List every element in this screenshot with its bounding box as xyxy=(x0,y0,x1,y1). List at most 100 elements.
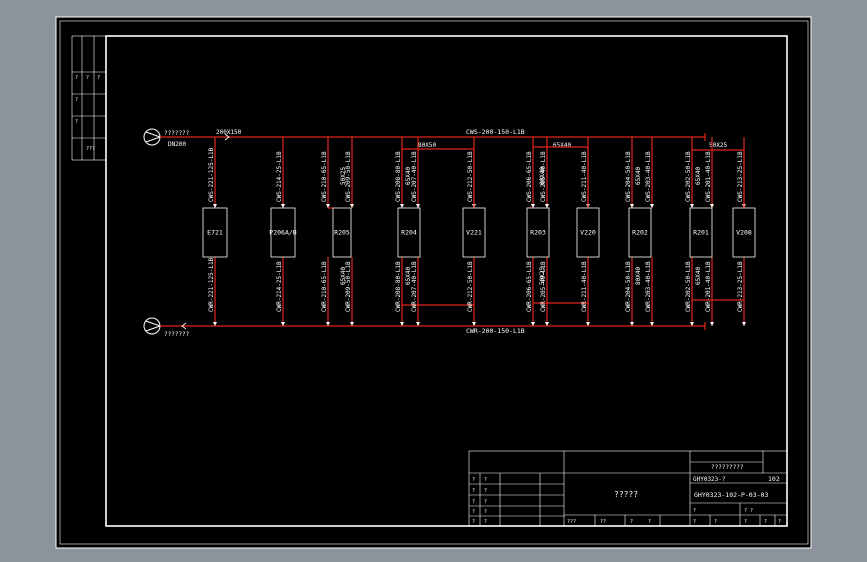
tb-left-value: ? xyxy=(484,519,487,525)
return-line-label: CWR-210-65-L1B xyxy=(321,261,328,312)
inner-border xyxy=(105,35,788,527)
equipment-tag: V220 xyxy=(580,229,596,237)
supply-arrow xyxy=(281,204,285,208)
tb-left-value: ? xyxy=(484,477,487,483)
strip-text: ??? xyxy=(86,146,95,152)
piping-layer xyxy=(160,133,746,330)
supply-line-label: CWS-214-25-L1B xyxy=(276,151,283,202)
supply-arrow xyxy=(650,204,654,208)
equipment-p206a-b xyxy=(270,207,296,258)
equipment-tag: V208 xyxy=(736,229,752,237)
tb-left-value: ? xyxy=(484,509,487,515)
reducer-vertical-label: 65X40 xyxy=(340,267,347,285)
strip-text: ? xyxy=(75,97,78,103)
equipment-v221 xyxy=(462,207,486,258)
tb-left-label: ? xyxy=(472,519,475,525)
drawing-no-label: GHY0323-? xyxy=(693,476,726,483)
return-line-label: CWR-206-65-L1B xyxy=(526,261,533,312)
equipment-v208 xyxy=(732,207,756,258)
tb-rev-value: ? xyxy=(764,519,767,525)
equipment-tag: R202 xyxy=(632,229,648,237)
drawing-number: GHY0323-102-P-03-03 xyxy=(694,491,768,499)
reducer-vertical-label: 80X40 xyxy=(539,167,546,185)
equipment-tag: P206A/B xyxy=(269,229,296,237)
return-arrow xyxy=(586,322,590,326)
equipment-tag: E721 xyxy=(207,229,223,237)
return-arrow xyxy=(472,322,476,326)
supply-arrow xyxy=(350,204,354,208)
supply-line-label: CWS-210-65-L1B xyxy=(321,151,328,202)
return-flow-arrow xyxy=(181,322,187,330)
equipment-e721 xyxy=(202,207,228,258)
return-arrow xyxy=(742,322,746,326)
reducer-vertical-label: 65X40 xyxy=(635,167,642,185)
supply-arrow xyxy=(690,204,694,208)
return-arrow xyxy=(350,322,354,326)
supply-arrow xyxy=(416,204,420,208)
title-block xyxy=(468,450,788,527)
supply-line-label: CWS-213-25-L1B xyxy=(737,151,744,202)
reducer-label: 80X50 xyxy=(418,142,436,149)
strip-text: ? xyxy=(97,75,100,81)
outer-border xyxy=(59,20,809,545)
equipment-r205 xyxy=(332,207,352,258)
reducer-vertical-label: 65X40 xyxy=(405,167,412,185)
supply-header-label: CWS-200-150-L1B xyxy=(466,128,525,136)
reducer-label: 65X40 xyxy=(553,142,571,149)
strip-text: ? xyxy=(75,75,78,81)
reducer-vertical-label: 50X25 xyxy=(340,167,347,185)
equipment-tag: R201 xyxy=(693,229,709,237)
equipment-v220 xyxy=(576,207,600,258)
tb-bottom-value: ?? xyxy=(600,519,606,525)
line-label-layer: CWS-221-125-L1B CWR-221-125-L1B CWS-214-25… xyxy=(208,147,744,312)
supply-arrow xyxy=(630,204,634,208)
return-arrow xyxy=(213,322,217,326)
equipment-tag: R204 xyxy=(401,229,417,237)
return-arrow xyxy=(630,322,634,326)
supply-arrow xyxy=(710,204,714,208)
tb-rev-value: ? xyxy=(714,519,717,525)
inlet-size-label: DN200 xyxy=(168,141,186,148)
return-arrow xyxy=(690,322,694,326)
strip-text: ? xyxy=(75,119,78,125)
return-header-label: CWR-200-150-L1B xyxy=(466,327,525,335)
reducer-vertical-label: 65X40 xyxy=(695,167,702,185)
supply-line-label: CWS-207-40-L1B xyxy=(411,151,418,202)
return-line-label: CWR-203-40-L1B xyxy=(645,261,652,312)
title-block-text: ????? ????????? 102 GHY0323-? GHY0323-10… xyxy=(472,464,781,525)
equipment-tag: R205 xyxy=(334,229,350,237)
supply-arrow xyxy=(400,204,404,208)
equipment-r203 xyxy=(526,207,550,258)
supply-line-label: CWS-205-40-L1B xyxy=(540,151,547,202)
supply-arrow xyxy=(545,204,549,208)
supply-size-label: 200X150 xyxy=(216,129,242,136)
tb-bottom-label: ??? xyxy=(567,519,576,525)
supply-line-label: CWS-211-40-L1B xyxy=(581,151,588,202)
equipment-r204 xyxy=(397,207,421,258)
return-line-label: CWR-204-50-L1B xyxy=(625,261,632,312)
return-line-label: CWR-201-40-L1B xyxy=(705,261,712,312)
supply-line-label: CWS-204-50-L1B xyxy=(625,151,632,202)
reducer-vertical-label: 65X40 xyxy=(695,267,702,285)
tb-rev-label: ? xyxy=(693,508,696,514)
return-line-label: CWR-212-50-L1B xyxy=(467,261,474,312)
reducer-vertical-label: 50X25 xyxy=(539,267,546,285)
return-line-label: CWR-214-25-L1B xyxy=(276,261,283,312)
supply-line-label: CWS-203-40-L1B xyxy=(645,151,652,202)
supply-line-label: CWS-221-125-L1B xyxy=(208,147,215,202)
return-line-label: CWR-221-125-L1B xyxy=(208,257,215,312)
tb-left-value: ? xyxy=(484,488,487,494)
tb-rev-label: ? xyxy=(778,519,781,525)
return-arrow xyxy=(400,322,404,326)
inlet-label: ??????? xyxy=(164,130,190,137)
supply-arrow xyxy=(531,204,535,208)
supply-line-label: CWS-202-50-L1B xyxy=(685,151,692,202)
equipment-tag: R203 xyxy=(530,229,546,237)
return-arrow xyxy=(650,322,654,326)
supply-line-label: CWS-206-65-L1B xyxy=(526,151,533,202)
strip-text: ? xyxy=(86,75,89,81)
scale-label: ? ? xyxy=(744,508,753,514)
tb-left-label: ? xyxy=(472,509,475,515)
tb-left-label: ? xyxy=(472,488,475,494)
